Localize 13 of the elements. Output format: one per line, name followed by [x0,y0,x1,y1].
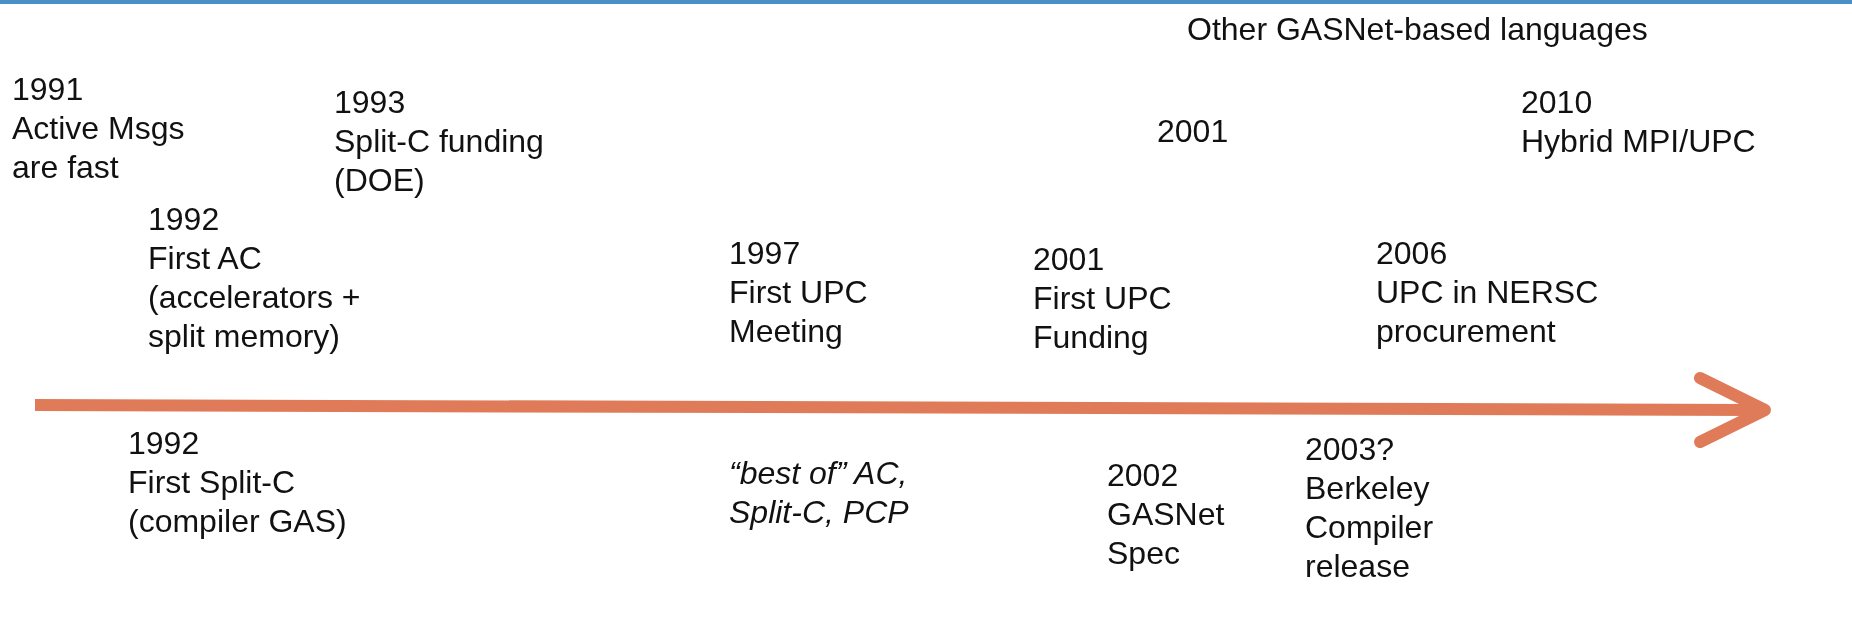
timeline-event: 2010 Hybrid MPI/UPC [1521,83,1757,161]
timeline-note: “best of” AC, Split-C, PCP [729,454,910,532]
timeline-event: 1993 Split-C funding (DOE) [334,83,545,200]
timeline-event: 1997 First UPC Meeting [729,234,869,351]
timeline-event: 1992 First Split-C (compiler GAS) [128,424,348,541]
timeline-event: 1991 Active Msgs are fast [12,70,186,187]
timeline-note: Other GASNet-based languages [1187,10,1649,49]
timeline-event: 2001 First UPC Funding [1033,240,1173,357]
timeline-event: 1992 First AC (accelerators + split memory) [148,200,362,356]
timeline-event: 2003? Berkeley Compiler release [1305,430,1435,586]
timeline-event: 2001 [1157,112,1230,151]
timeline-event: 2002 GASNet Spec [1107,456,1226,573]
timeline-event: 2006 UPC in NERSC procurement [1376,234,1600,351]
